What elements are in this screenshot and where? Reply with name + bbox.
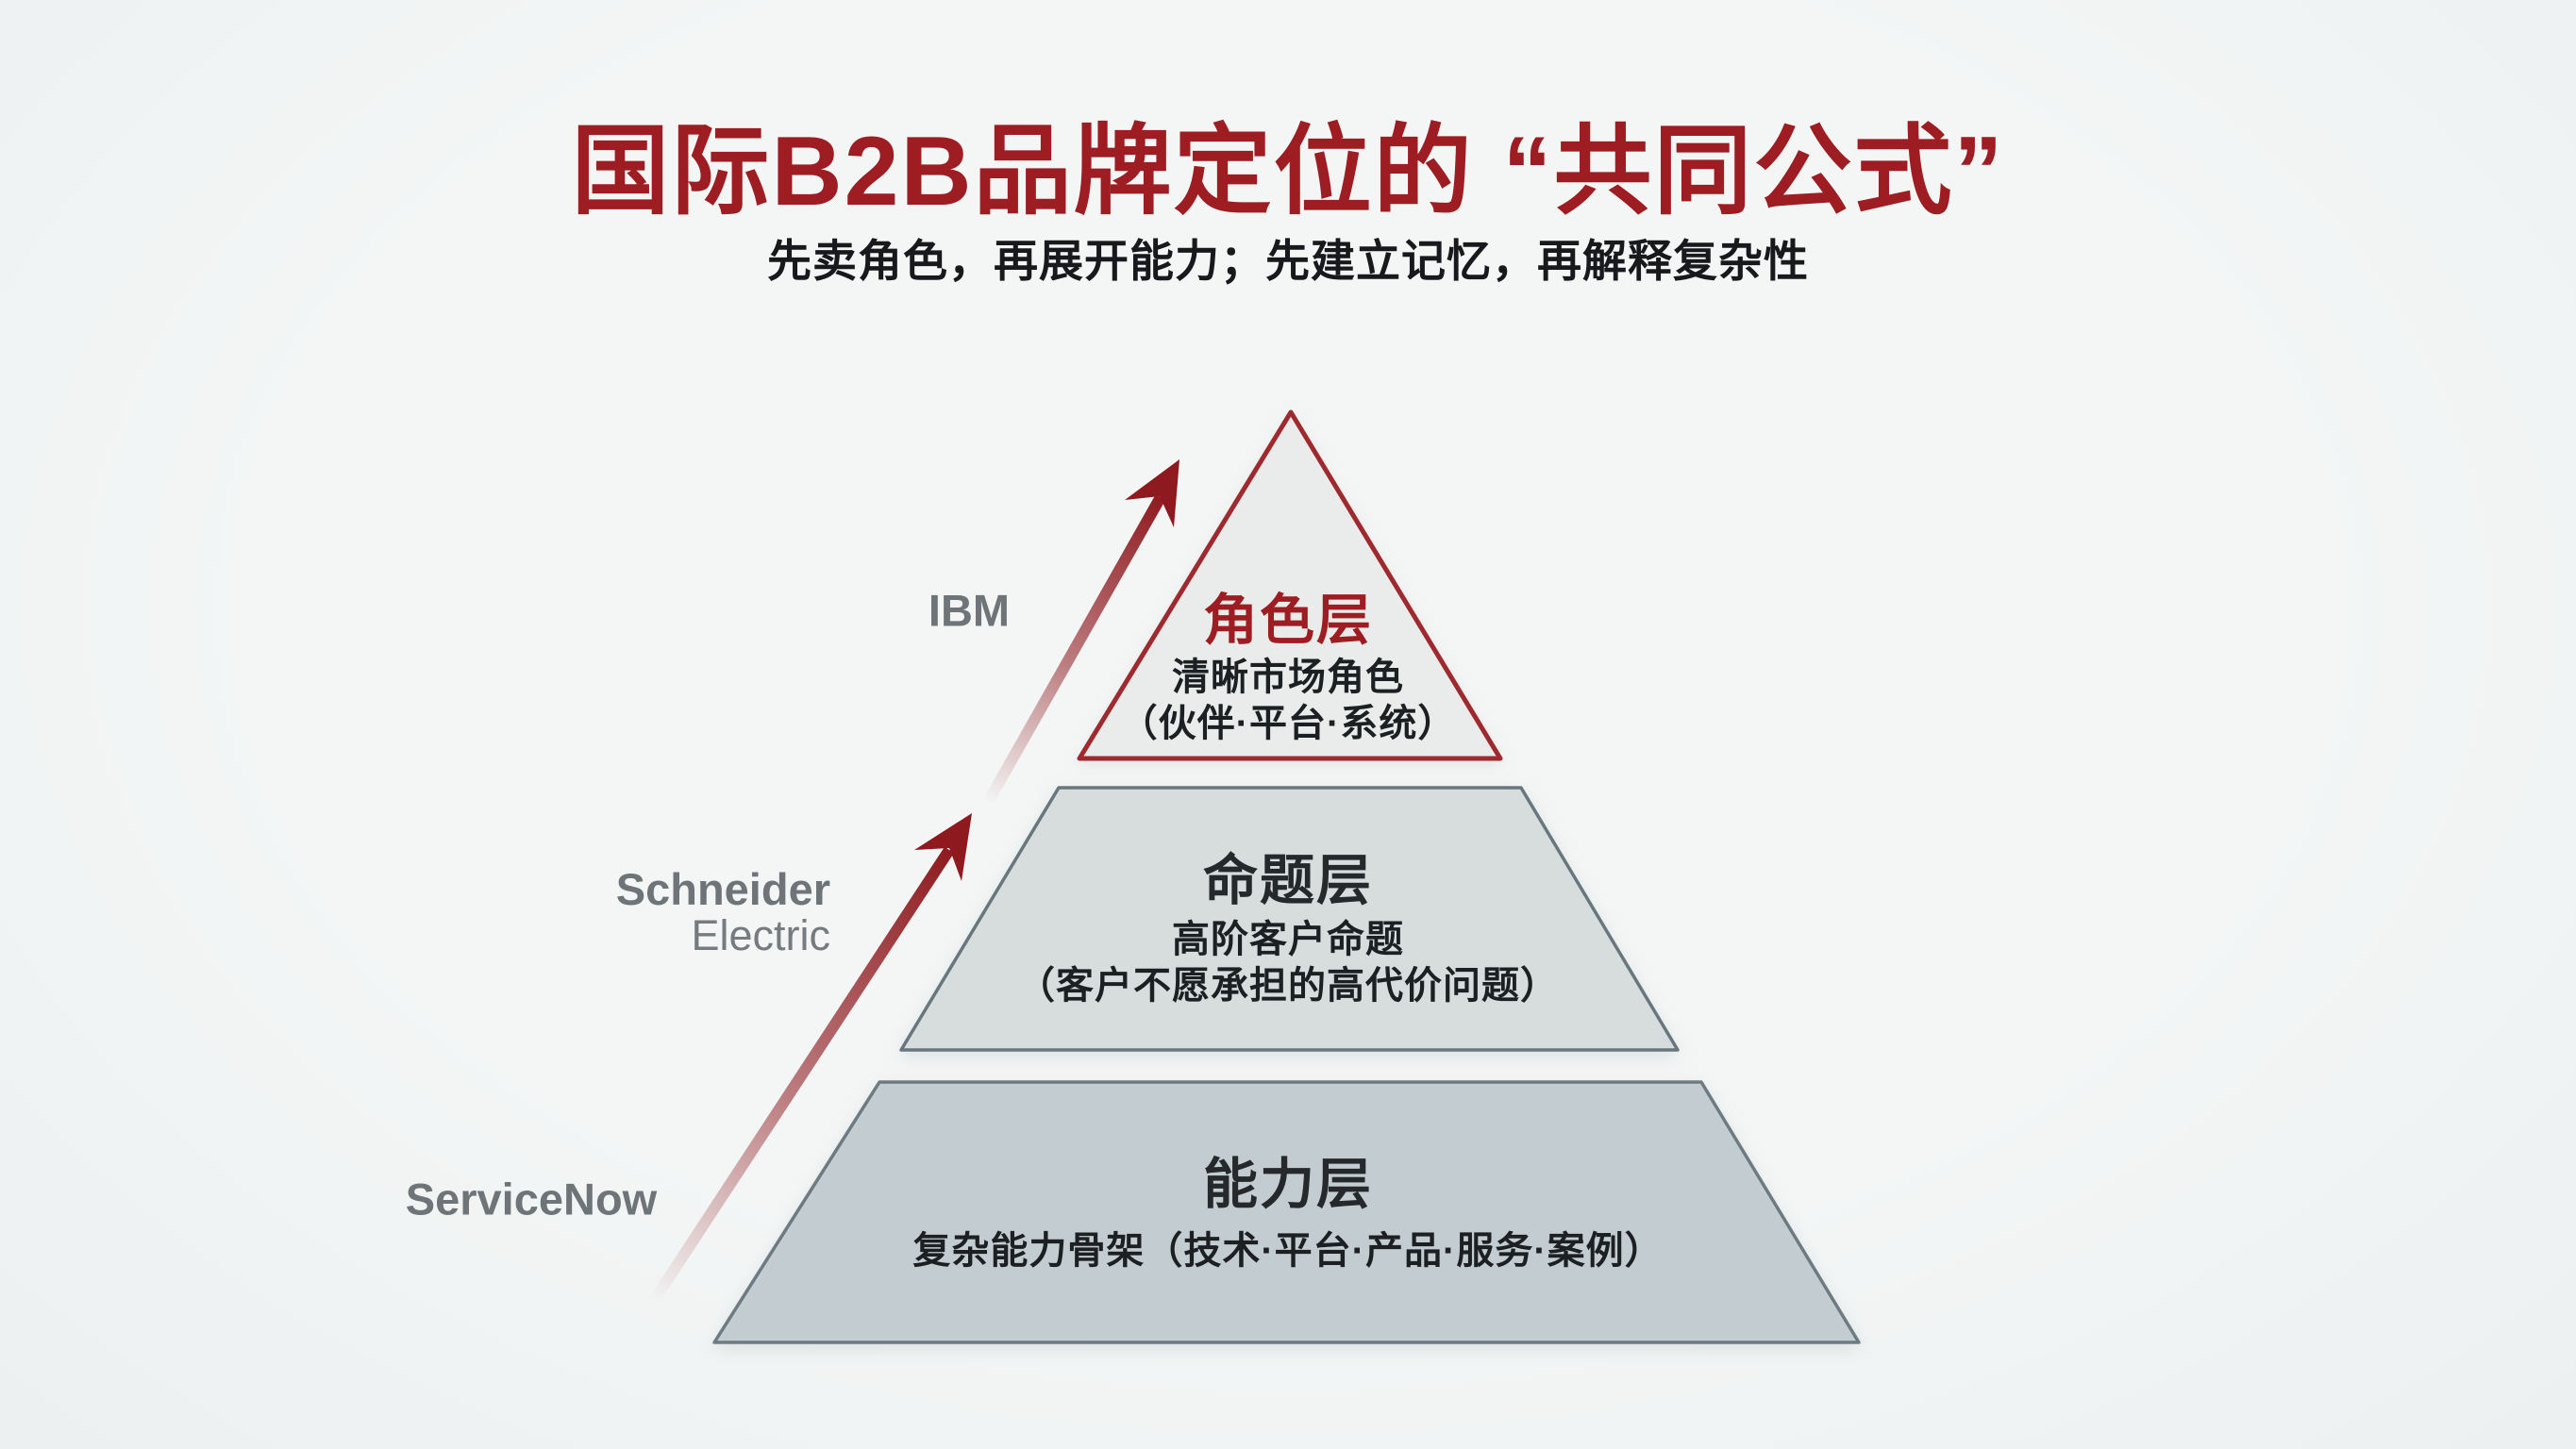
page-subtitle: 先卖角色，再展开能力；先建立记忆，再解释复杂性 [767, 236, 1809, 286]
pyramid-layer-role-shape [1077, 409, 1503, 761]
layer-role-title: 角色层 [1202, 590, 1374, 651]
pyramid-layer-proposition-shape [899, 786, 1680, 1052]
growth-arrow-lower-shaft [647, 846, 955, 1306]
layer-capability-title: 能力层 [1202, 1154, 1374, 1215]
growth-arrow-upper-shaft [981, 494, 1166, 807]
pyramid-layer-capability-shape [712, 1080, 1861, 1344]
layer-proposition-line-2: （客户不愿承担的高代价问题） [1017, 965, 1559, 1007]
layer-role-line-1: 清晰市场角色 [1172, 657, 1404, 698]
layer-proposition-line-1: 高阶客户命题 [1172, 919, 1404, 960]
brand-label-schneider-line2: Electric [691, 910, 830, 959]
layer-role-line-2: （伙伴·平台·系统） [1119, 703, 1457, 744]
page-title: 国际B2B品牌定位的 “共同公式” [571, 117, 2005, 226]
brand-label-schneider-electric: Schneider Electric [616, 866, 830, 958]
brand-label-servicenow: ServiceNow [405, 1174, 658, 1224]
layer-capability-line-1: 复杂能力骨架（技术·平台·产品·服务·案例） [912, 1230, 1664, 1272]
brand-label-ibm: IBM [928, 585, 1011, 636]
growth-arrow-upper-head [1125, 459, 1179, 527]
growth-arrow-lower-head [914, 813, 972, 881]
layer-proposition-title: 命题层 [1202, 850, 1374, 911]
brand-label-schneider-line1: Schneider [615, 864, 830, 914]
